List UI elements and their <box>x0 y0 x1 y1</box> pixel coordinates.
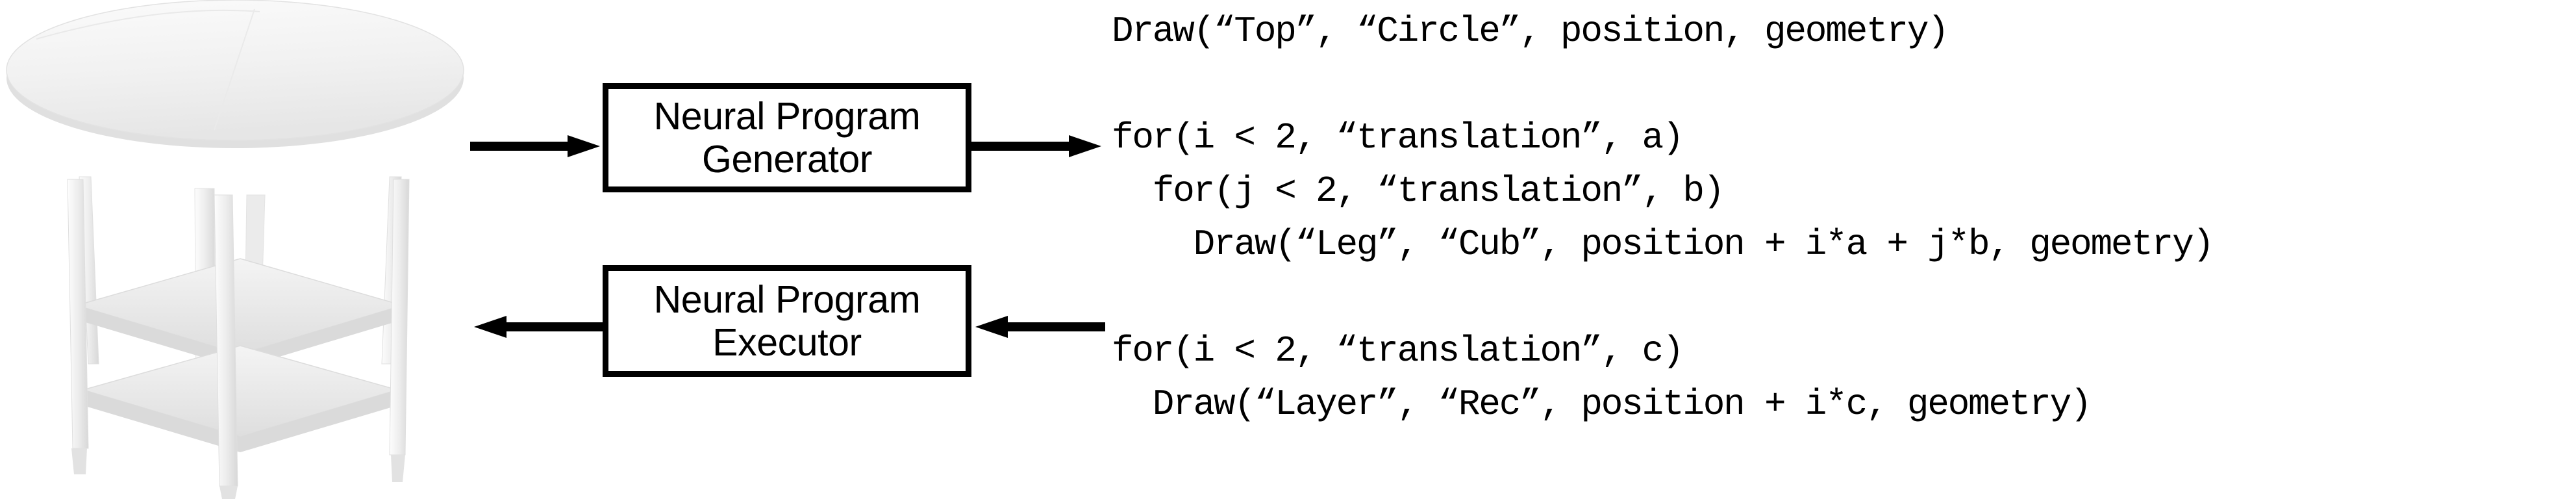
generated-program-code: Draw(“Top”, “Circle”, position, geometry… <box>1112 0 2576 501</box>
neural-program-generator-box[interactable]: Neural Program Generator <box>603 83 971 192</box>
table-top-circle <box>6 0 464 148</box>
code-line: for(j < 2, “translation”, b) <box>1112 170 1725 212</box>
executor-label-line1: Neural Program <box>653 277 921 321</box>
round-table-image <box>0 0 481 501</box>
table-leg-front-right <box>389 179 410 482</box>
code-line: Draw(“Leg”, “Cub”, position + i*a + j*b,… <box>1112 224 2214 265</box>
executor-label-line2: Executor <box>712 321 862 364</box>
arrow-executor-to-image <box>470 314 604 340</box>
generator-label-line1: Neural Program <box>653 94 921 138</box>
code-line: for(i < 2, “translation”, c) <box>1112 330 1684 372</box>
table-leg-front-left <box>67 179 89 474</box>
table-leg-front-center <box>214 194 238 499</box>
code-line: Draw(“Layer”, “Rec”, position + i*c, geo… <box>1112 383 2092 425</box>
arrow-code-to-executor <box>971 314 1105 340</box>
table-shelf-lower <box>81 345 399 452</box>
code-line: for(i < 2, “translation”, a) <box>1112 117 1684 159</box>
generator-label-line2: Generator <box>701 138 873 181</box>
arrow-generator-to-code <box>971 133 1105 159</box>
code-line: Draw(“Top”, “Circle”, position, geometry… <box>1112 10 1949 52</box>
neural-program-executor-box[interactable]: Neural Program Executor <box>603 265 971 377</box>
arrow-image-to-generator <box>470 133 604 159</box>
